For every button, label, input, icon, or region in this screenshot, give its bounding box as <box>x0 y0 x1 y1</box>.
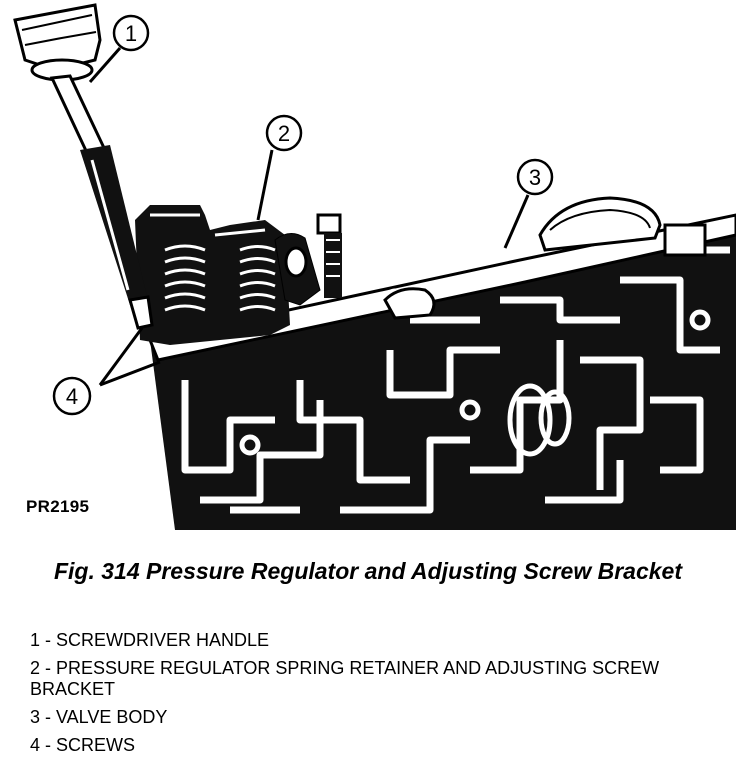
figure-caption: Fig. 314 Pressure Regulator and Adjustin… <box>53 558 682 584</box>
legend-item: 1 - SCREWDRIVER HANDLE <box>30 630 270 650</box>
screwdriver-handle <box>13 3 154 330</box>
legend: 1 - SCREWDRIVER HANDLE 2 - PRESSURE REGU… <box>30 630 720 763</box>
svg-text:2: 2 <box>278 121 290 146</box>
leader-lines <box>88 47 530 387</box>
figure-id: PR2195 <box>26 497 90 516</box>
callout-2: 2 <box>265 114 303 152</box>
callout-3: 3 <box>516 158 554 196</box>
valve-body <box>147 196 736 530</box>
svg-text:1: 1 <box>125 21 137 46</box>
spring-retainer-bracket <box>135 205 342 345</box>
legend-item: 3 - VALVE BODY <box>30 707 168 727</box>
legend-item: 4 - SCREWS <box>30 735 136 755</box>
svg-text:3: 3 <box>529 165 541 190</box>
callout-1: 1 <box>112 14 150 52</box>
illustration: 1 2 3 4 <box>13 3 736 530</box>
svg-text:4: 4 <box>66 384 78 409</box>
legend-item: 2 - PRESSURE REGULATOR SPRING RETAINER A… <box>30 658 660 699</box>
callout-4: 4 <box>52 376 92 416</box>
